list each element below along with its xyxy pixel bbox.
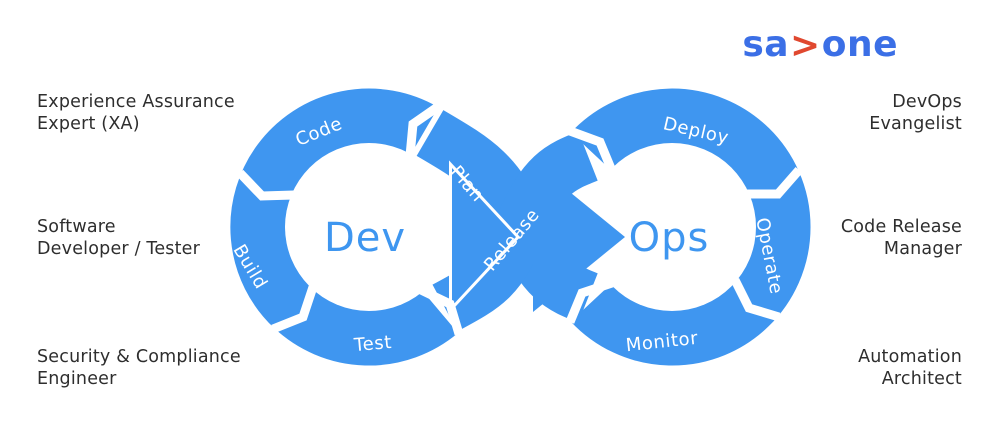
role-label-code-release-manager: Code Release Manager xyxy=(841,217,962,260)
dev-loop-title: Dev xyxy=(324,215,406,261)
role-line: Code Release xyxy=(840,217,962,237)
release-crossover-band xyxy=(432,131,598,332)
segment-label-test: Test xyxy=(352,332,393,356)
dev-loop-interior xyxy=(285,143,453,311)
role-label-devops-evangelist: DevOps Evangelist xyxy=(869,92,962,135)
segment-gap-monitor-return xyxy=(565,278,614,324)
segment-gap-operate-monitor xyxy=(730,277,781,322)
role-label-automation-architect: Automation Architect xyxy=(858,347,962,390)
role-line: Software xyxy=(37,217,116,237)
segment-gap-code-build xyxy=(236,169,295,201)
logo-chevron-icon: > xyxy=(790,25,821,66)
segment-gap-release-deploy xyxy=(568,126,617,173)
dev-loop-ring xyxy=(230,88,458,366)
ops-loop-title: Ops xyxy=(629,215,710,261)
role-label-xa-expert: Experience Assurance Expert (XA) xyxy=(37,92,235,135)
role-line: Engineer xyxy=(37,368,117,389)
ops-loop-ring xyxy=(570,88,811,366)
role-line: Security & Compliance xyxy=(37,347,241,367)
role-line: Manager xyxy=(883,238,962,259)
ops-loop-interior xyxy=(588,143,756,311)
role-line: Expert (XA) xyxy=(37,113,140,134)
sayone-logo: sa>one xyxy=(742,24,898,66)
role-line: DevOps xyxy=(892,92,962,112)
ops-arrow-wedge xyxy=(533,162,625,312)
segment-gap-plan-code xyxy=(405,102,442,157)
role-line: Architect xyxy=(881,368,962,389)
role-label-security-engineer: Security & Compliance Engineer xyxy=(37,347,241,390)
role-line: Evangelist xyxy=(869,113,962,134)
flow-arrowhead-icon xyxy=(449,160,521,314)
logo-text-sa: sa xyxy=(742,24,790,65)
role-label-software-developer: Software Developer / Tester xyxy=(37,217,200,260)
segment-gap-build-test xyxy=(271,285,318,334)
segment-gap-test-release xyxy=(419,285,464,336)
role-line: Developer / Tester xyxy=(37,238,201,259)
segment-gap-deploy-operate xyxy=(747,167,803,199)
role-line: Automation xyxy=(858,347,962,367)
logo-text-one: one xyxy=(821,24,898,65)
role-line: Experience Assurance xyxy=(37,92,235,112)
